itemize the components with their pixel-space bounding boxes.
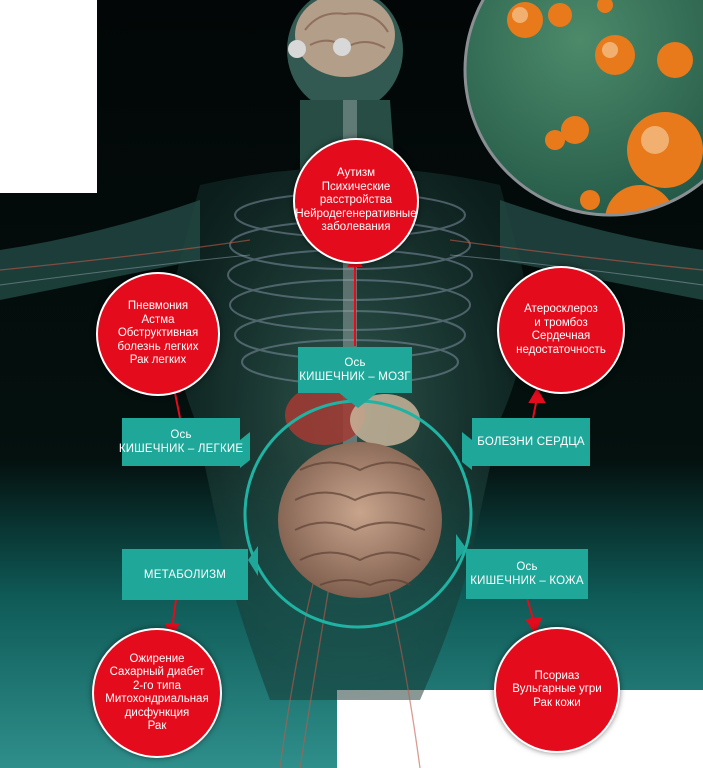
metabolic-disease-4: Митохондриальная [105,693,209,705]
gut-brain-axis-line-1: Ось [344,357,366,369]
heart-disease-4: недостаточность [516,343,606,356]
heart-disease-3: Сердечная [531,330,591,342]
skin-disease-1: Псориаз [534,669,580,682]
lung-disease-4: болезнь легких [117,340,199,353]
brain-disease-5: заболевания [321,221,391,234]
gut-skin-axis-line-2: КИШЕЧНИК – КОЖА [470,575,584,587]
lung-disease-5: Рак легких [129,354,187,367]
gut-lung-axis-label: Ось КИШЕЧНИК – ЛЕГКИЕ [118,418,244,466]
skin-disease-2: Вульгарные угри [512,683,602,696]
lung-disease-2: Астма [141,313,175,326]
lung-diseases-circle: Пневмония Астма Обструктивная болезнь ле… [96,272,220,396]
brain-disease-2: Психические [321,180,391,193]
metabolism-axis-label: МЕТАБОЛИЗМ [122,549,248,600]
heart-disease-2: и тромбоз [534,316,588,329]
gut-lung-axis-line-1: Ось [170,429,192,441]
heart-disease-axis-label: БОЛЕЗНИ СЕРДЦА [472,418,590,466]
lung-disease-3: Обструктивная [117,327,199,340]
gut-skin-axis-label: Ось КИШЕЧНИК – КОЖА [466,549,588,599]
brain-disease-3: расстройства [319,194,393,207]
metabolic-disease-1: Ожирение [129,652,185,665]
skin-disease-3: Рак кожи [533,696,581,709]
gut-brain-axis-line-2: КИШЕЧНИК – МОЗГ [299,371,411,383]
heart-disease-axis-line-1: БОЛЕЗНИ СЕРДЦА [477,436,585,448]
gut-skin-axis-line-1: Ось [516,561,538,573]
metabolic-diseases-circle: Ожирение Сахарный диабет 2-го типа Митох… [92,628,222,758]
heart-disease-1: Атеросклероз [524,303,598,315]
brain-disease-4: Нейродегенеративные [295,207,417,220]
metabolic-disease-5: дисфункция [124,706,190,719]
lung-disease-1: Пневмония [127,300,189,313]
skin-diseases-circle: Псориаз Вульгарные угри Рак кожи [494,627,620,753]
gut-lung-axis-line-2: КИШЕЧНИК – ЛЕГКИЕ [118,443,244,455]
metabolic-disease-6: Рак [147,720,167,732]
intestines [278,442,442,598]
metabolic-disease-3: 2-го типа [132,679,182,692]
gut-brain-axis-label: Ось КИШЕЧНИК – МОЗГ [298,347,412,393]
brain-disease-1: Аутизм [336,167,376,180]
metabolic-disease-2: Сахарный диабет [109,666,205,678]
brain-diseases-circle: Аутизм Психические расстройства Нейродег… [293,138,419,264]
metabolism-axis-line-1: МЕТАБОЛИЗМ [143,568,227,581]
heart-diseases-circle: Атеросклероз и тромбоз Сердечная недоста… [497,266,625,394]
